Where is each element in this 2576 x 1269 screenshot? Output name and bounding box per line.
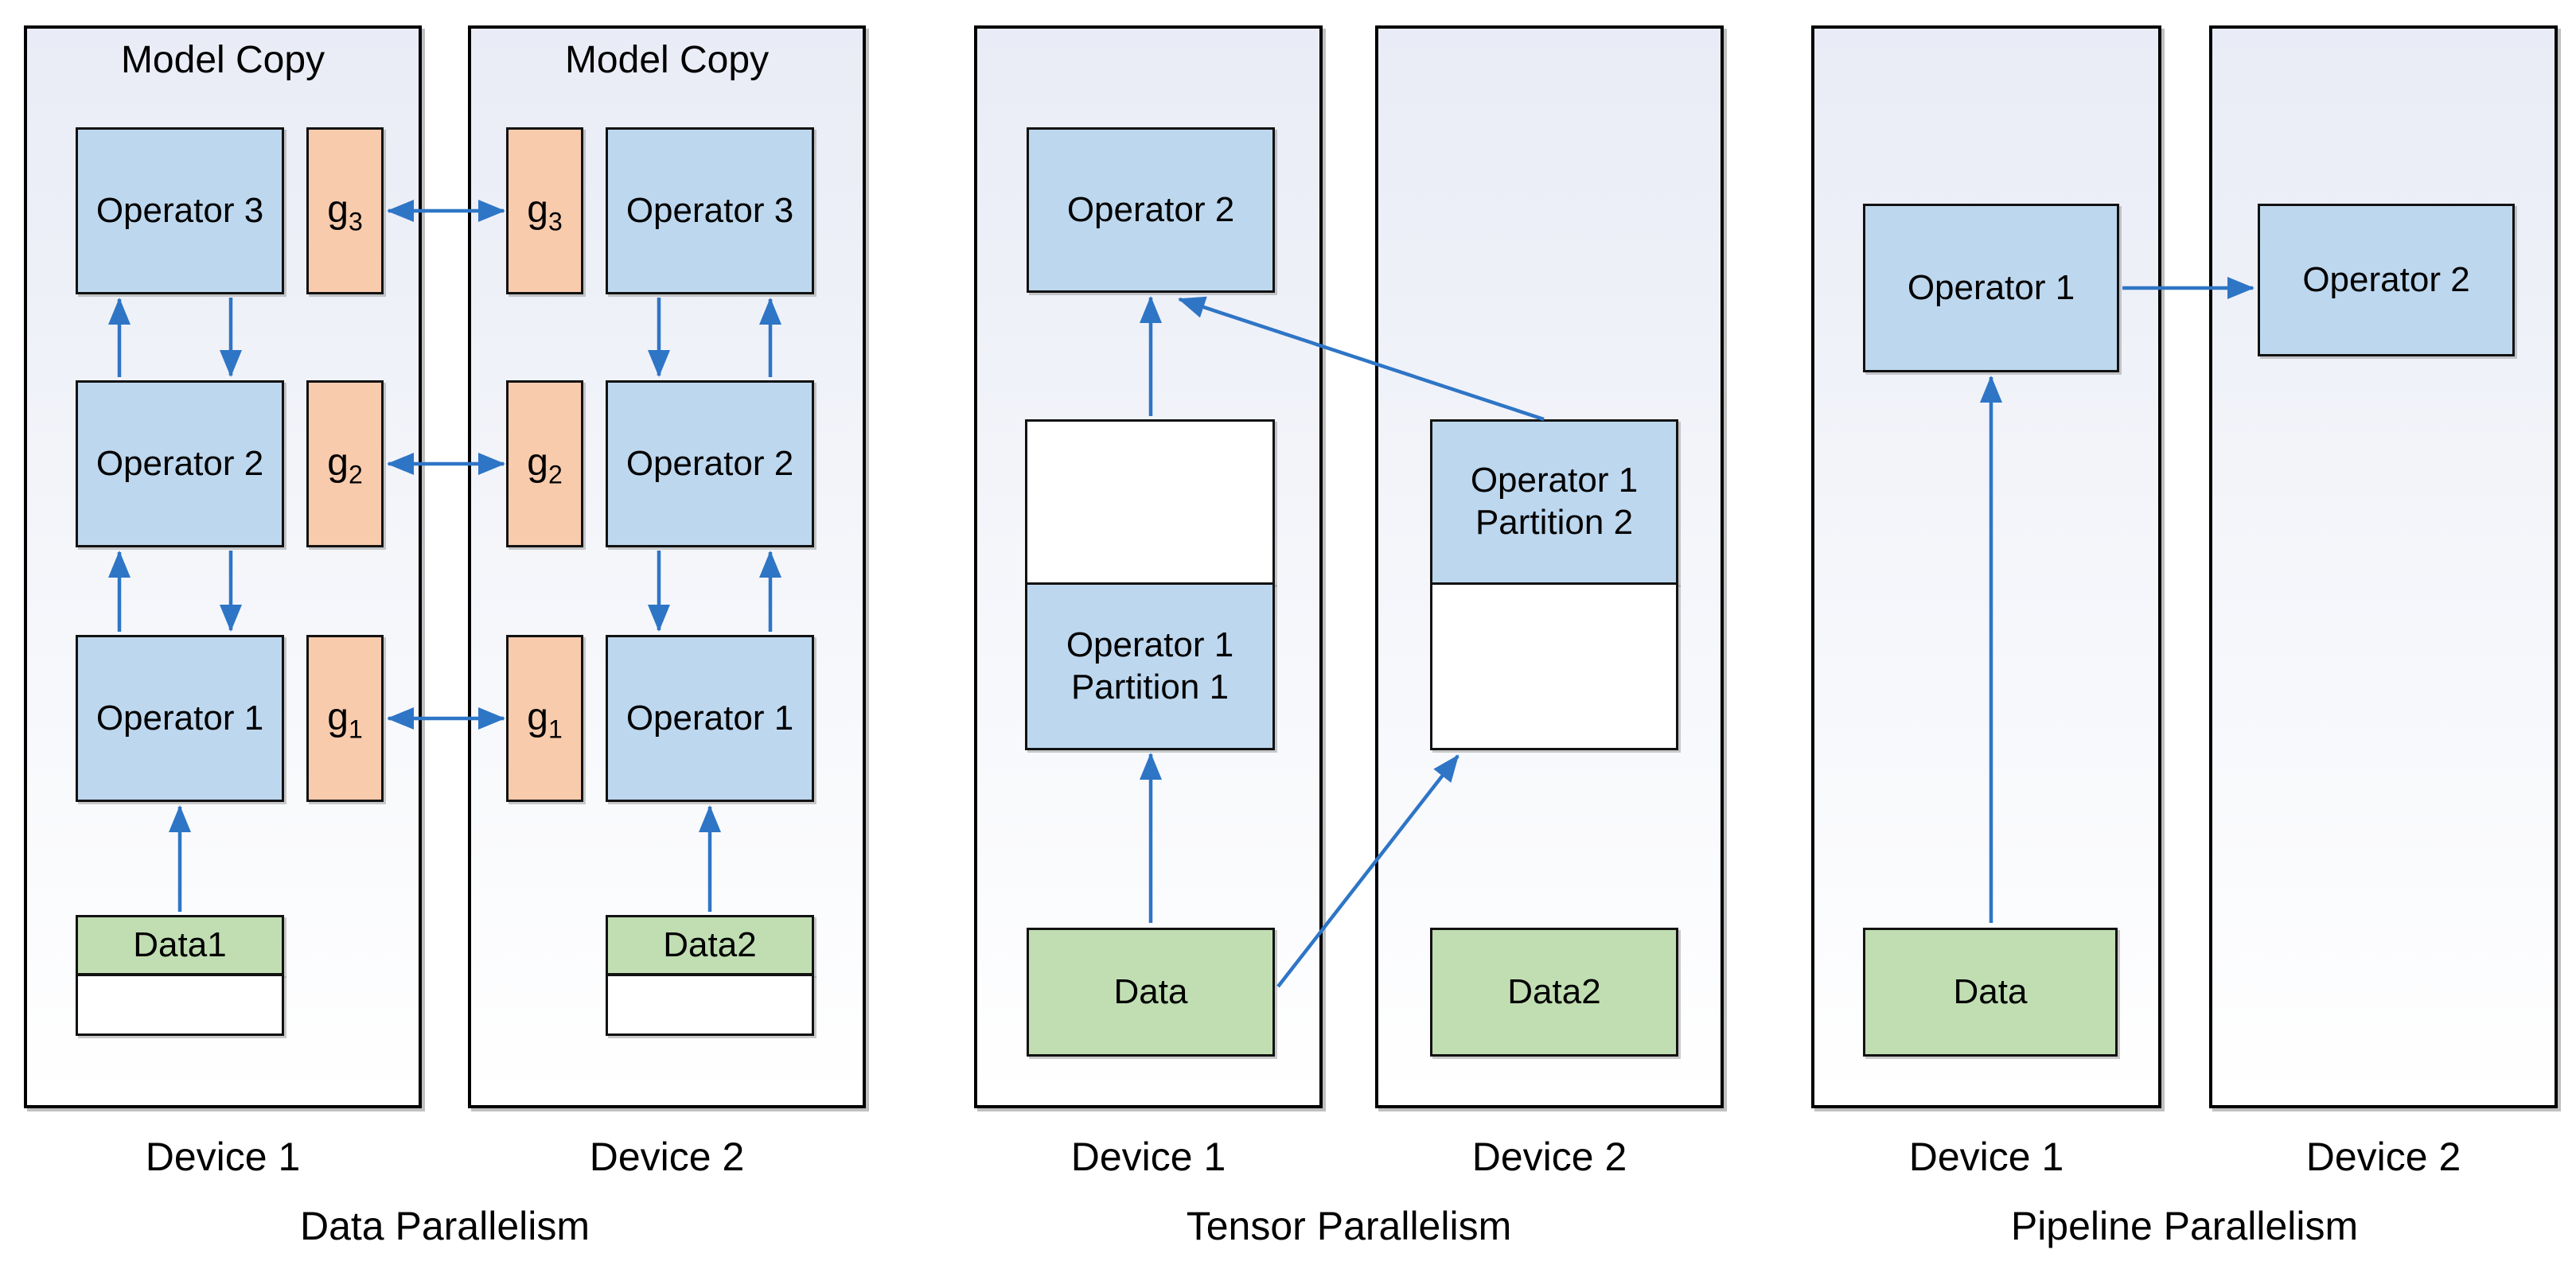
tensor-parallelism-title: Tensor Parallelism bbox=[1186, 1204, 1512, 1248]
data-parallelism-title: Data Parallelism bbox=[299, 1204, 590, 1248]
dp-device1-model-copy-label: Model Copy bbox=[120, 39, 325, 81]
dp-device2-model-copy-label: Model Copy bbox=[564, 39, 770, 81]
tp-d2-data-box: Data2 bbox=[1430, 928, 1678, 1057]
dp-d1-operator3-box: Operator 3 bbox=[76, 127, 284, 294]
dp-d2-gradient1-box: g1 bbox=[506, 635, 583, 802]
g-subscript: 2 bbox=[348, 460, 363, 489]
dp-device1-label: Device 1 bbox=[145, 1135, 301, 1179]
dp-d1-operator2-box: Operator 2 bbox=[76, 380, 284, 547]
tp-d1-operator1-partition1-box: Operator 1 Partition 1 bbox=[1025, 582, 1275, 750]
g-subscript: 3 bbox=[348, 207, 363, 236]
pp-d1-data-box: Data bbox=[1863, 928, 2118, 1057]
pp-d1-operator1-box: Operator 1 bbox=[1863, 204, 2119, 372]
tp-d1-data-box: Data bbox=[1027, 928, 1275, 1057]
arrow-tp-partition2-to-op2 bbox=[1178, 296, 1545, 422]
partition-line2: Partition 2 bbox=[1475, 503, 1634, 542]
partition-line1: Operator 1 bbox=[1066, 625, 1234, 664]
dp-d1-operator1-box: Operator 1 bbox=[76, 635, 284, 802]
dp-d2-operator3-box: Operator 3 bbox=[606, 127, 814, 294]
g-base: g bbox=[327, 189, 349, 232]
tp-d1-operator2-box: Operator 2 bbox=[1027, 127, 1275, 293]
g-base: g bbox=[327, 442, 349, 485]
dp-d2-operator2-box: Operator 2 bbox=[606, 380, 814, 547]
g-subscript: 1 bbox=[348, 714, 363, 744]
arrow-tp-data-to-d2-slot bbox=[1276, 754, 1459, 988]
g-base: g bbox=[327, 696, 349, 739]
tp-d2-operator1-partition2-box: Operator 1 Partition 2 bbox=[1430, 419, 1678, 585]
pipeline-parallelism-title: Pipeline Parallelism bbox=[2010, 1204, 2359, 1248]
tp-device2-label: Device 2 bbox=[1471, 1135, 1627, 1179]
g-subscript: 2 bbox=[548, 460, 563, 489]
partition-line1: Operator 1 bbox=[1470, 461, 1639, 500]
dp-d1-gradient3-box: g3 bbox=[306, 127, 384, 294]
dp-d2-gradient3-box: g3 bbox=[506, 127, 583, 294]
tp-d1-empty-slot-box bbox=[1025, 419, 1275, 585]
pp-d2-operator2-box: Operator 2 bbox=[2258, 204, 2515, 356]
dp-device2-label: Device 2 bbox=[589, 1135, 745, 1179]
dp-d1-gradient2-box: g2 bbox=[306, 380, 384, 547]
g-base: g bbox=[527, 696, 548, 739]
dp-d1-gradient1-box: g1 bbox=[306, 635, 384, 802]
partition-line2: Partition 1 bbox=[1070, 667, 1230, 707]
pp-device1-label: Device 1 bbox=[1908, 1135, 2064, 1179]
tp-d2-empty-slot-box bbox=[1430, 582, 1678, 750]
g-subscript: 3 bbox=[548, 207, 563, 236]
tp-device1-label: Device 1 bbox=[1070, 1135, 1226, 1179]
g-base: g bbox=[527, 442, 548, 485]
g-subscript: 1 bbox=[548, 714, 563, 744]
dp-d2-gradient2-box: g2 bbox=[506, 380, 583, 547]
dp-d1-empty-slot-box bbox=[76, 974, 284, 1036]
dp-d2-operator1-box: Operator 1 bbox=[606, 635, 814, 802]
dp-d2-data-box: Data2 bbox=[606, 915, 814, 975]
dp-d2-empty-slot-box bbox=[606, 974, 814, 1036]
g-base: g bbox=[527, 189, 548, 232]
pp-device2-label: Device 2 bbox=[2305, 1135, 2461, 1179]
